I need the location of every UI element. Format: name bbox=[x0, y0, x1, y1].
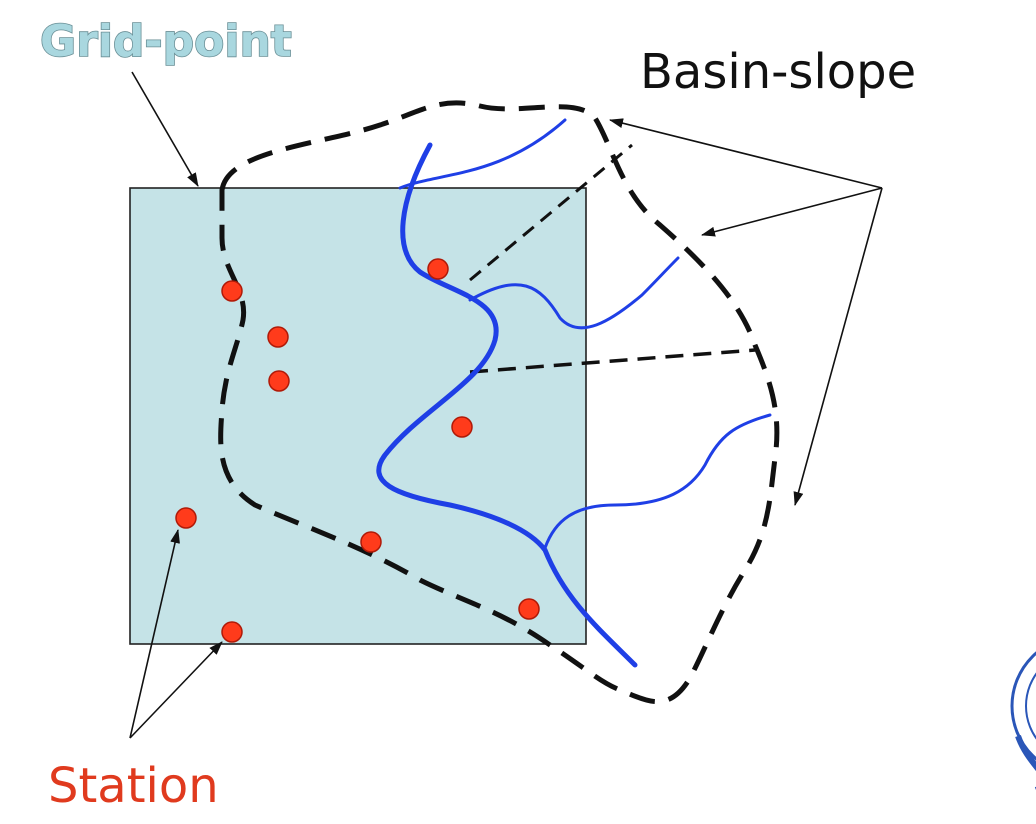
grid-point-label: Grid-point bbox=[40, 16, 292, 67]
station-marker bbox=[451, 416, 473, 438]
river-tributary-upper-right bbox=[468, 256, 680, 330]
station-label: Station bbox=[48, 758, 219, 814]
station-arrow-upper bbox=[129, 529, 180, 739]
basin-slope-label: Basin-slope bbox=[640, 44, 916, 100]
arrows bbox=[129, 71, 883, 739]
station-marker bbox=[221, 280, 243, 302]
station-marker bbox=[267, 326, 289, 348]
station-marker bbox=[427, 258, 449, 280]
station-marker bbox=[518, 598, 540, 620]
station-marker bbox=[221, 621, 243, 643]
basin-slope-arrow-top bbox=[609, 118, 883, 189]
sub-basin-divide-upper bbox=[469, 143, 633, 282]
basin-boundary bbox=[218, 100, 780, 705]
station-marker bbox=[175, 507, 197, 529]
station-marker bbox=[268, 370, 290, 392]
river-tributary-lower-right bbox=[543, 413, 772, 550]
station-marker bbox=[360, 531, 382, 553]
station-arrow-lower bbox=[129, 641, 223, 739]
basin-slope-arrow-middle bbox=[701, 187, 883, 237]
basin-slope-arrow-bottom bbox=[793, 187, 883, 506]
grid-point-arrow bbox=[131, 71, 199, 187]
logo-partial-icon bbox=[1010, 651, 1036, 790]
grid-cell bbox=[129, 187, 587, 645]
river-tributary-top bbox=[398, 118, 567, 190]
sub-basin-divide-middle bbox=[469, 348, 756, 374]
stations bbox=[175, 258, 540, 643]
river-main-stem bbox=[376, 142, 638, 668]
